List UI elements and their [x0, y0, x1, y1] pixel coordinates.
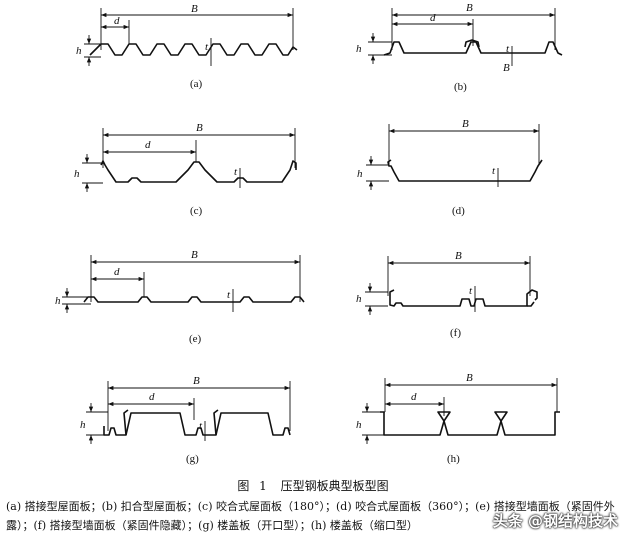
caption-b: (b)	[454, 81, 467, 93]
label-t-f: t	[469, 285, 473, 297]
caption-d: (d)	[452, 205, 465, 217]
label-h-g: h	[80, 419, 86, 431]
label-h-f: h	[356, 293, 362, 305]
panel-c: B d h t (c)	[74, 122, 297, 217]
caption-f: (f)	[450, 327, 461, 339]
caption-c: (c)	[190, 205, 203, 217]
label-t-g: t	[199, 420, 203, 432]
label-d-a: d	[114, 15, 120, 27]
label-h-h: h	[356, 419, 362, 431]
panel-a: B d h t (a)	[76, 3, 298, 90]
figure-caption-title: 图 1 压型钢板典型板型图	[0, 477, 626, 494]
label-d-h: d	[411, 391, 417, 403]
panel-f: B h t (f)	[356, 250, 538, 339]
figure-caption-body: (a) 搭接型屋面板；(b) 扣合型屋面板；(c) 咬合式屋面板（180°）；(…	[6, 500, 615, 532]
figure-title: 压型钢板典型板型图	[280, 479, 389, 493]
profile-b	[383, 41, 563, 56]
label-d-c: d	[145, 139, 151, 151]
profile-a	[89, 43, 298, 56]
label-B-d: B	[462, 118, 469, 130]
label-d-b: d	[430, 12, 436, 24]
caption-e: (e)	[189, 333, 202, 345]
label-h-e: h	[55, 295, 61, 307]
label-h-a: h	[76, 45, 82, 57]
label-B-h: B	[466, 372, 473, 384]
label-h-d: h	[357, 168, 363, 180]
profile-e	[83, 296, 305, 303]
profile-h	[380, 411, 560, 436]
label-t-d: t	[492, 165, 496, 177]
profile-d	[387, 159, 543, 182]
label-B-f: B	[455, 250, 462, 262]
profile-f	[389, 289, 538, 307]
figure-number: 1	[259, 479, 267, 493]
label-t-b: t	[506, 43, 510, 55]
label-t-c: t	[234, 166, 238, 178]
profile-c	[100, 160, 297, 183]
label-d-e: d	[114, 266, 120, 278]
label-d-g: d	[149, 391, 155, 403]
figure-label: 图	[237, 479, 250, 493]
profile-diagram: B d h t (a) B d h t B (b)	[55, 2, 563, 465]
label-B-a: B	[191, 3, 198, 15]
profile-g	[103, 412, 291, 436]
label-h-c: h	[74, 168, 80, 180]
caption-a: (a)	[190, 78, 203, 90]
panel-g: B d h t (g)	[80, 375, 291, 465]
label-B-b-detail: B	[503, 62, 510, 74]
label-h-b: h	[356, 43, 362, 55]
label-B-b: B	[466, 2, 473, 14]
label-B-e: B	[191, 249, 198, 261]
panel-h: B d h (h)	[356, 372, 560, 465]
label-t-e: t	[227, 289, 231, 301]
label-B-c: B	[196, 122, 203, 134]
label-B-g: B	[193, 375, 200, 387]
panel-d: B h t (d)	[357, 118, 543, 217]
panel-e: B d h t (e)	[55, 249, 305, 345]
caption-g: (g)	[186, 453, 199, 465]
watermark: 头条 @钢结构技术	[492, 512, 618, 530]
panel-b: B d h t B (b)	[356, 2, 563, 93]
caption-h: (h)	[447, 453, 460, 465]
label-t-a: t	[205, 41, 209, 53]
